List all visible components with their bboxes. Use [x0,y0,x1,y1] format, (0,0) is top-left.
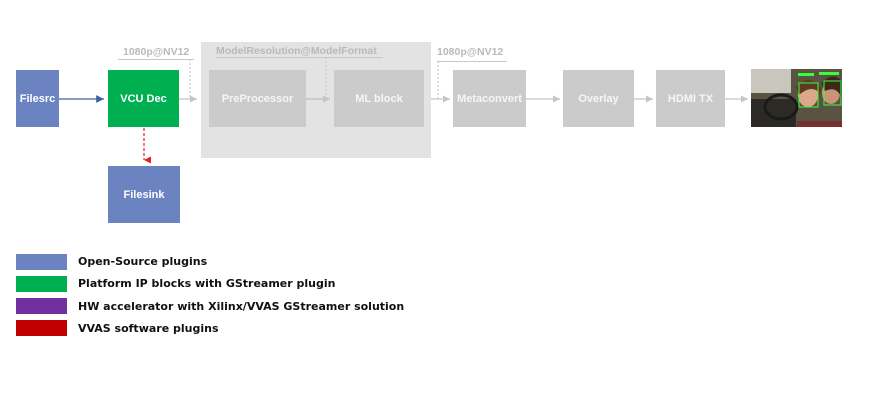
node-ml-block-label: ML block [355,92,403,105]
legend-swatch-vvas-software [16,320,67,336]
node-ml-block: ML block [334,70,424,127]
node-overlay-label: Overlay [578,92,619,105]
node-filesrc-label: Filesrc [19,92,56,105]
format-label-model: ModelResolution@ModelFormat [216,45,377,57]
legend-swatch-platform-ip [16,276,67,292]
node-filesink-label: Filesink [123,188,165,201]
node-metaconvert: Metaconvert [453,70,526,127]
node-hdmi-tx-label: HDMI TX [667,92,714,105]
node-vcu-dec-label: VCU Dec [120,92,167,105]
format-label-ml-out: 1080p@NV12 [437,46,504,58]
legend-label-vvas-software: VVAS software plugins [78,322,219,335]
node-filesink: Filesink [108,166,180,223]
format-underline [118,59,194,60]
legend-label-open-source: Open-Source plugins [78,255,208,268]
node-preprocessor: PreProcessor [209,70,306,127]
legend-label-platform-ip: Platform IP blocks with GStreamer plugin [78,277,336,290]
format-underline [437,61,507,62]
node-filesrc: Filesrc [16,70,59,127]
format-underline [216,57,383,58]
output-video-thumbnail [751,69,842,127]
xinfer-label: xinfer [293,174,339,193]
node-preprocessor-label: PreProcessor [221,92,294,105]
legend-swatch-hw-accelerator [16,298,67,314]
node-vcu-dec: VCU Dec [108,70,179,127]
legend-label-hw-accelerator: HW accelerator with Xilinx/VVAS GStreame… [78,300,405,313]
node-metaconvert-label: Metaconvert [457,92,522,105]
node-hdmi-tx: HDMI TX [656,70,725,127]
node-overlay: Overlay [563,70,634,127]
format-label-vcu-out: 1080p@NV12 [123,46,190,58]
legend-swatch-open-source [16,254,67,270]
